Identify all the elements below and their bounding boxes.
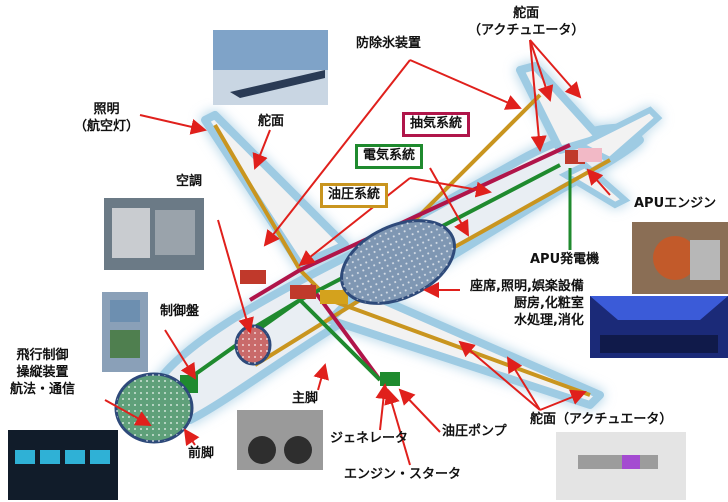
apu-generator-label: APU発電機	[530, 252, 600, 267]
generator-label: ジェネレータ	[330, 431, 409, 446]
label-line: （航空灯）	[74, 118, 140, 134]
air-conditioning-label: 空調	[176, 174, 203, 189]
label-line: 水処理,消化	[513, 312, 584, 328]
label-lines: 照明（航空灯）	[74, 102, 139, 136]
hydraulic-system-label: 油圧系統	[320, 183, 389, 208]
label-line: 航法・通信	[10, 381, 76, 397]
rudder-actuator-label: 舵面（アクチュエータ）	[468, 6, 584, 40]
electrical-system-label: 電気系統	[355, 144, 424, 169]
control-panel-photo	[102, 292, 148, 372]
control-panel-label: 制御盤	[160, 304, 200, 319]
label-line: 座席,照明,娯楽設備	[470, 279, 584, 294]
actuator-photo	[556, 432, 686, 500]
label-lines: 座席,照明,娯楽設備厨房,化粧室水処理,消化	[470, 279, 584, 330]
anti-ice-label: 防除氷装置	[356, 36, 422, 51]
bleed-system-label: 抽気系統	[402, 112, 471, 137]
flight-control-label: 飛行制御操縦装置航法・通信	[10, 348, 75, 399]
engine-starter-label: エンジン・スタータ	[344, 467, 462, 482]
aircon-photo	[104, 198, 204, 270]
wing-photo	[213, 30, 328, 105]
label-lines: 舵面（アクチュエータ）	[468, 6, 584, 40]
cabin-photo	[590, 296, 728, 358]
callout-arrows	[104, 39, 611, 466]
label-line: 照明	[93, 102, 120, 117]
cockpit-photo	[8, 430, 118, 500]
apu-engine-label: APUエンジン	[634, 196, 717, 211]
rudder-actuator-bottom-label: 舵面（アクチュエータ）	[530, 412, 673, 427]
label-line: 飛行制御	[16, 348, 69, 363]
electrical-lines	[178, 163, 561, 387]
cabin-equipment-label: 座席,照明,娯楽設備厨房,化粧室水処理,消化	[470, 279, 584, 330]
label-lines: 飛行制御操縦装置航法・通信	[10, 348, 75, 399]
nose-gear-label: 前脚	[188, 446, 215, 461]
label-line: 厨房,化粧室	[513, 295, 584, 311]
label-line: （アクチュエータ）	[468, 22, 585, 38]
label-line: 舵面	[513, 6, 540, 21]
rudder-wing-label: 舵面	[258, 114, 285, 129]
apu-photo	[632, 222, 728, 294]
landing-gear-photo	[237, 410, 323, 470]
hydraulic-pump-label: 油圧ポンプ	[442, 424, 507, 439]
label-line: 操縦装置	[16, 364, 69, 380]
nav-light-label: 照明（航空灯）	[74, 102, 139, 136]
main-gear-label: 主脚	[292, 391, 319, 406]
